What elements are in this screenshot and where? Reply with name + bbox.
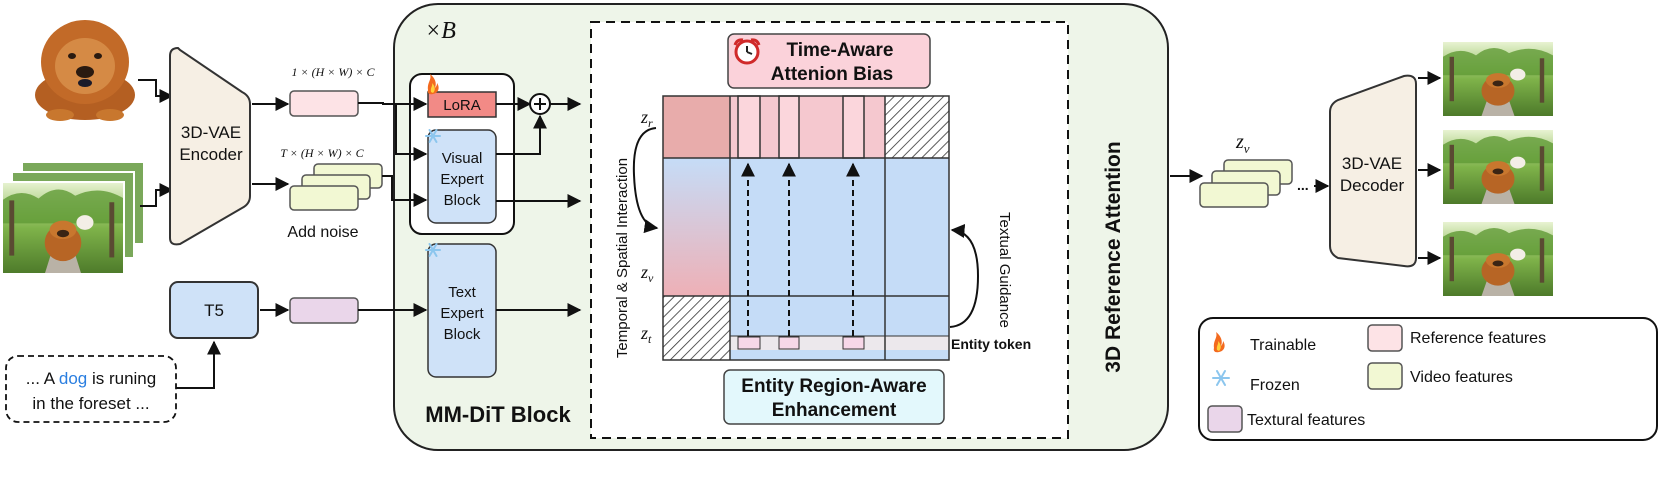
entity-enh-line2: Enhancement: [772, 400, 897, 421]
reference-feature-token: [289, 90, 359, 117]
vae-decoder: 3D-VAE Decoder: [1329, 74, 1417, 268]
prompt-line1: ... A dog is runing: [26, 369, 156, 388]
mmdit-title: MM-DiT Block: [425, 402, 571, 427]
add-noise-label: Add noise: [287, 224, 358, 241]
text-feature-token: [289, 297, 359, 324]
entity-enh-line1: Entity Region-Aware: [741, 376, 926, 397]
legend-video-swatch: [1367, 362, 1403, 390]
reference-dims-label: 1 × (H × W) × C: [292, 65, 376, 79]
text-expert-line1: Text: [448, 284, 476, 301]
time-aware-bias-box: [727, 33, 931, 89]
ref-attention-title: 3D Reference Attention: [1102, 141, 1125, 372]
legend-video: Video features: [1410, 369, 1513, 386]
temporal-spatial-label: Temporal & Spatial Interaction: [614, 158, 631, 358]
zv-output-label: zv: [1235, 131, 1250, 156]
entity-token-label: Entity token: [951, 336, 1031, 352]
time-bias-line2: Attenion Bias: [771, 64, 893, 85]
t5-label: T5: [204, 301, 224, 320]
encoder-label-line1: 3D-VAE: [181, 123, 241, 142]
decoder-label-line2: Decoder: [1340, 176, 1405, 195]
snowflake-icon: [425, 129, 441, 143]
legend-snowflake-icon: [1212, 370, 1230, 386]
video-dims-label: T × (H × W) × C: [280, 146, 364, 160]
legend-textual: Textural features: [1247, 412, 1365, 429]
entity-enhancement-box: [723, 369, 945, 425]
reference-dog-image: [35, 20, 135, 121]
visual-expert-block: [427, 129, 497, 224]
encoder-label-line2: Encoder: [179, 145, 243, 164]
legend-trainable: Trainable: [1250, 337, 1316, 354]
legend-fire-icon: [1213, 332, 1225, 353]
text-expert-line3: Block: [444, 326, 481, 343]
legend-reference: Reference features: [1410, 330, 1546, 347]
legend-frozen: Frozen: [1250, 377, 1300, 394]
t5-encoder: [169, 281, 259, 339]
fire-icon: [427, 74, 439, 95]
snowflake-icon: [425, 243, 441, 257]
text-expert-line2: Expert: [440, 305, 484, 322]
legend-textual-swatch: [1207, 405, 1243, 433]
video-feature-tokens: [289, 163, 383, 211]
repeat-label: ×B: [425, 18, 456, 44]
attention-matrix: [662, 95, 950, 361]
prompt-line2: in the foreset ...: [32, 394, 149, 413]
legend: [1198, 317, 1658, 441]
time-bias-line1: Time-Aware: [786, 40, 893, 61]
input-video-frames: [1, 161, 145, 275]
legend-reference-swatch: [1367, 324, 1403, 352]
alarm-clock-icon: [733, 38, 761, 65]
output-frame-2: [1443, 130, 1553, 204]
visual-expert-line1: Visual: [442, 150, 483, 167]
visual-expert-line2: Expert: [440, 171, 484, 188]
prompt-entity-word: dog: [59, 369, 87, 388]
textual-guidance-label: Textual Guidance: [996, 212, 1013, 328]
output-frame-3: [1443, 222, 1553, 296]
lora-label: LoRA: [443, 97, 481, 114]
output-latent-tokens: [1199, 159, 1293, 208]
visual-expert-line3: Block: [444, 192, 481, 209]
decoder-label-line1: 3D-VAE: [1342, 154, 1402, 173]
lora-block: [427, 91, 497, 118]
output-frame-1: [1443, 42, 1553, 116]
ellipsis-label: ...: [1297, 177, 1309, 193]
vae-encoder: 3D-VAE Encoder: [169, 46, 251, 246]
